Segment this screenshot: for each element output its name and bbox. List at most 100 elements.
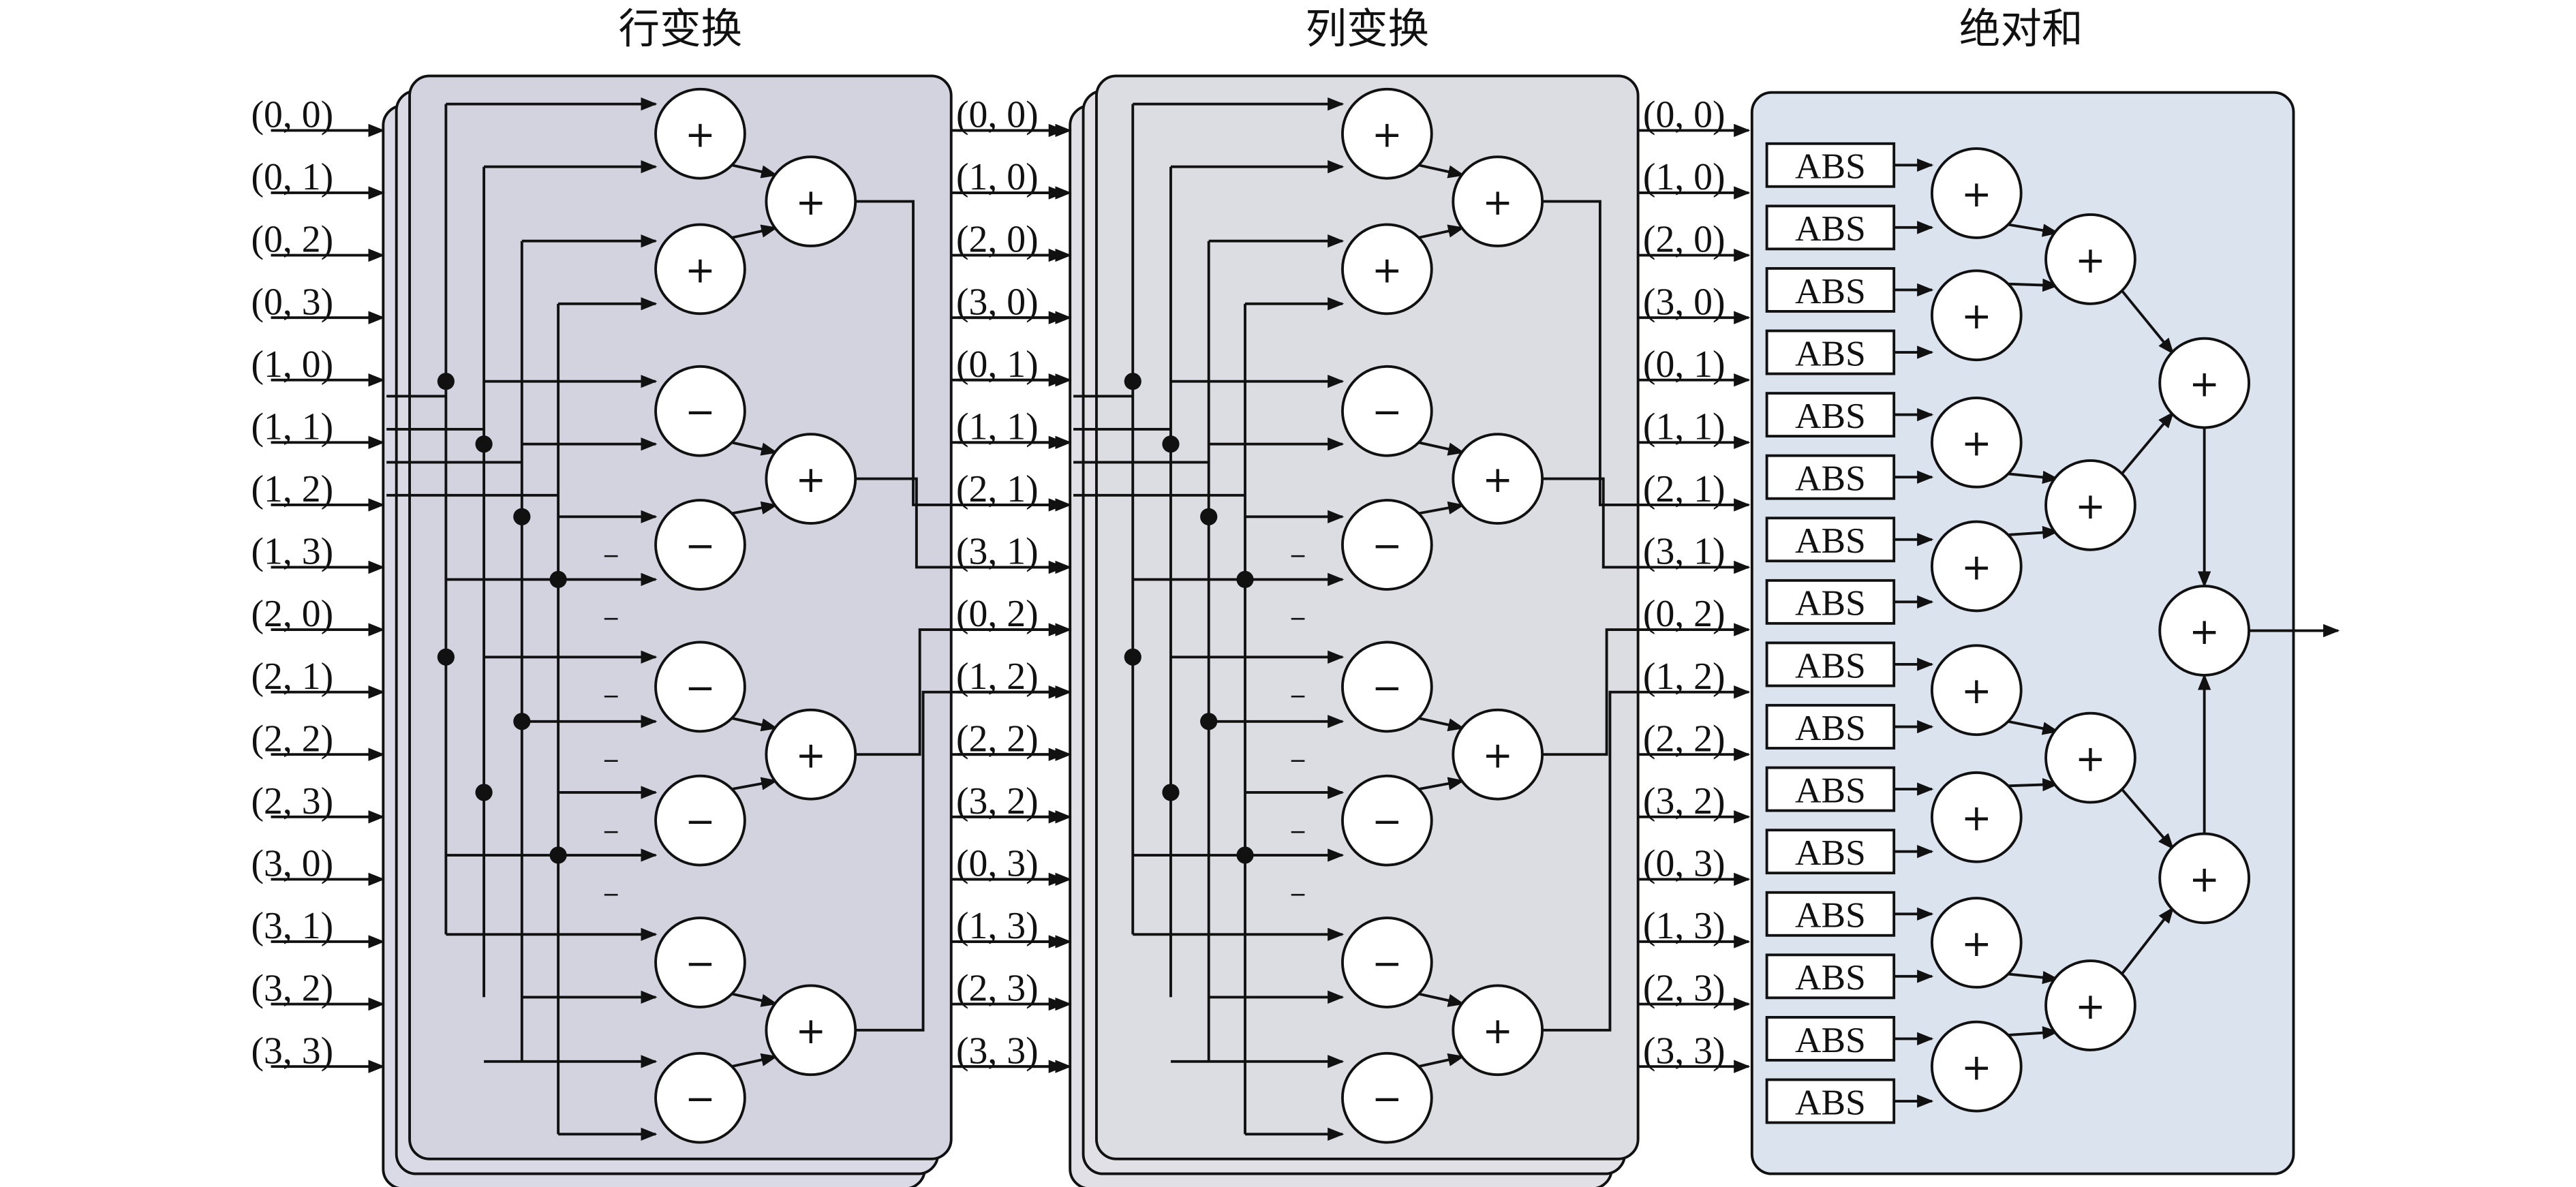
abs-box [1765,267,1896,313]
stage1-node [1341,223,1433,315]
input-label: (2, 0) [251,593,333,635]
mid-label: (2, 0) [956,219,1039,261]
mid-label: (0, 2) [956,593,1039,635]
stage2-feed [731,992,778,1007]
abs-label: ABS [1795,1082,1866,1122]
sum-l2-feed [2008,525,2059,540]
negation-mark: − [602,684,619,709]
stage1-node [1341,774,1433,867]
stage1-op-label: − [1372,1078,1402,1120]
stage2-feed [1417,992,1465,1007]
stage2-feed [731,1053,778,1068]
sum-l1-node [1930,147,2023,239]
sum-op-label: + [2075,737,2106,780]
negation-mark: − [602,820,619,844]
out-label: (0, 3) [1643,843,1726,885]
panel-title-abs-sum: 绝对和 [1959,5,2083,53]
stage2-node [765,708,857,801]
mid-label: (2, 1) [956,468,1039,510]
abs-box [1765,829,1896,875]
panel-1-layer-2 [408,74,953,1160]
input-label: (3, 2) [251,968,333,1010]
abs-box [1765,891,1896,937]
abs-box [1765,142,1896,188]
stage2-feed [1417,224,1465,239]
abs-label: ABS [1795,147,1866,187]
sum-op-label: + [2189,363,2220,405]
stage1-op-label: + [1372,249,1402,291]
stage1-node [1341,641,1433,733]
stage2-op-label: + [1482,459,1513,501]
stage2-output [855,690,951,1032]
stage2-feed [1417,441,1465,456]
junction-dot [475,784,493,801]
sum-final-node [2158,585,2251,677]
negation-mark: − [1289,820,1306,844]
negation-mark: − [1289,606,1306,631]
sum-l3-feed [2121,788,2175,850]
stage2-output [1542,477,1638,569]
mid-label: (3, 3) [956,1030,1039,1072]
stage2-node [1452,155,1544,247]
stage1-op-label: + [1372,114,1402,156]
junction-dot [475,435,493,453]
input-label: (1, 3) [251,531,333,573]
stage1-node [654,1051,746,1144]
sum-l3-node [2158,832,2251,925]
stage2-output [1542,628,1638,756]
mid-label: (1, 0) [956,156,1039,198]
out-label: (2, 3) [1643,968,1726,1010]
out-label: (1, 1) [1643,405,1726,448]
sum-l3-feed [2120,906,2175,975]
sum-op-label: + [1961,173,1992,215]
abs-box [1765,454,1896,500]
sum-l1-node [1930,396,2023,489]
sum-l2-feed [2008,278,2059,292]
input-label: (2, 3) [251,780,333,822]
stage2-feed [731,717,778,732]
sum-l2-node [2044,213,2136,305]
mid-label: (1, 3) [956,905,1039,947]
stage2-node [765,155,857,247]
abs-box [1765,641,1896,688]
stage1-op-label: − [685,666,716,709]
stage1-op-label: − [685,1078,716,1120]
sum-op-label: + [1961,422,1992,465]
out-label: (2, 0) [1643,219,1726,261]
stage1-op-label: − [1372,942,1402,985]
sum-l3-node [2158,337,2251,429]
mid-label: (3, 2) [956,780,1039,822]
stage1-op-label: + [685,114,716,156]
junction-dot [513,508,531,525]
stage1-op-label: + [685,249,716,291]
sum-l2-feed [2007,720,2059,735]
stage1-node [1341,365,1433,457]
abs-label: ABS [1795,333,1866,373]
stage2-feed [731,224,778,239]
abs-label: ABS [1795,833,1866,873]
stage1-op-label: − [1372,666,1402,709]
sum-op-label: + [2189,858,2220,900]
junction-dot [1124,373,1141,390]
sum-l2-feed [2008,470,2059,484]
abs-label: ABS [1795,521,1866,561]
out-label: (0, 0) [1643,94,1726,136]
negation-mark: − [602,606,619,631]
abs-label: ABS [1795,1020,1866,1060]
negation-mark: − [1289,544,1306,568]
stage1-node [654,774,746,867]
sum-op-label: + [1961,1047,1992,1089]
mid-label: (3, 0) [956,281,1039,323]
abs-label: ABS [1795,770,1866,810]
stage1-op-label: − [685,801,716,843]
mid-label: (3, 1) [956,531,1039,573]
out-label: (1, 0) [1643,156,1726,198]
abs-box [1765,953,1896,1000]
mid-label: (0, 3) [956,843,1039,885]
input-label: (3, 0) [251,843,333,885]
sum-l2-node [2044,711,2136,804]
stage2-feed [1418,501,1465,515]
sum-op-label: + [1961,295,1992,337]
abs-label: ABS [1795,459,1866,499]
